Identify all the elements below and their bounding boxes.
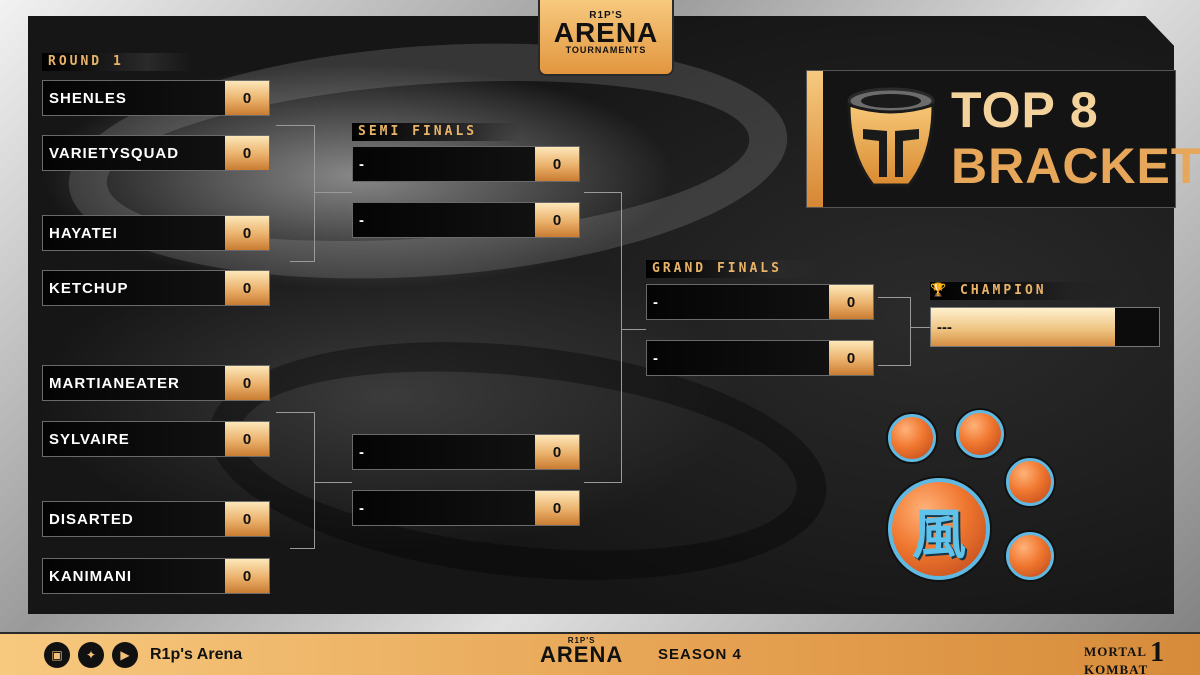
footer-logo-big: ARENA [540,642,624,667]
footer-arena-logo: R1P'S ARENA [540,636,624,667]
player-score: 0 [225,216,269,250]
round1-slot[interactable]: DISARTED 0 [42,501,270,537]
title-panel: TOP 8 BRACKET [806,70,1200,208]
game-logo-mid: 1 [1150,637,1166,669]
channel-handle[interactable]: R1p's Arena [150,645,243,663]
youtube-icon[interactable]: ▶ [112,641,138,668]
player-name: - [653,293,659,311]
bracket-line [290,548,315,549]
player-score: 0 [535,491,579,525]
bracket-line [314,125,315,261]
semi-slot[interactable]: - 0 [352,434,580,470]
player-score: 0 [829,285,873,319]
player-name: KANIMANI [49,567,132,585]
player-name: VARIETYSQUAD [49,144,180,162]
bracket-line [290,261,315,262]
champion-name: --- [931,308,1115,346]
player-score: 0 [225,271,269,305]
round1-slot[interactable]: VARIETYSQUAD 0 [42,135,270,171]
player-score: 0 [225,136,269,170]
bracket-line [314,482,352,483]
champion-slot[interactable]: --- [930,307,1160,347]
player-score: 0 [535,147,579,181]
player-name: - [359,443,365,461]
dragon-ball-orb [956,410,1004,458]
player-name: HAYATEI [49,224,118,242]
player-name: - [359,499,365,517]
semi-slot[interactable]: - 0 [352,490,580,526]
round1-slot[interactable]: HAYATEI 0 [42,215,270,251]
trophy-icon: 🏆 [930,283,950,298]
player-score: 0 [535,435,579,469]
player-score: 0 [225,422,269,456]
helmet-icon [847,87,935,187]
grand-final-slot[interactable]: - 0 [646,284,874,320]
player-score: 0 [535,203,579,237]
round1-slot[interactable]: SYLVAIRE 0 [42,421,270,457]
season-label: SEASON 4 [658,646,742,663]
bracket-line [276,412,314,413]
bracket-line [878,297,910,298]
dragon-ball-orb [888,414,936,462]
twitch-icon[interactable]: ▣ [44,641,70,668]
grand-final-slot[interactable]: - 0 [646,340,874,376]
game-logo-left: MORTAL [1084,644,1148,659]
player-name: SHENLES [49,89,127,107]
bracket-line [621,329,646,330]
round1-header: ROUND 1 [42,53,192,71]
logo-small-text: R1P'S [589,10,623,21]
logo-big-text: ARENA [553,17,659,48]
semi-slot[interactable]: - 0 [352,202,580,238]
player-name: - [653,349,659,367]
champion-header: 🏆 CHAMPION [930,282,1130,300]
player-score: 0 [225,502,269,536]
semi-finals-header: SEMI FINALS [352,123,522,141]
title-line2: BRACKET [951,138,1200,194]
game-logo-right: KOMBAT [1084,662,1149,675]
wind-kanji-emblem: 風 [888,478,990,580]
bracket-line [878,365,911,366]
footer-logo-small: R1P'S [567,636,596,645]
bracket-line [314,412,315,548]
dragon-ball-orb [1006,532,1054,580]
twitter-icon[interactable]: ✦ [78,641,104,668]
title-line1: TOP 8 [951,82,1099,138]
logo-sub-text: TOURNAMENTS [565,45,647,55]
round1-slot[interactable]: KANIMANI 0 [42,558,270,594]
semi-slot[interactable]: - 0 [352,146,580,182]
bracket-line [314,192,352,193]
arena-logo: R1P'S ARENA TOURNAMENTS [538,0,674,76]
player-name: DISARTED [49,510,134,528]
player-score: 0 [829,341,873,375]
round1-slot[interactable]: MARTIANEATER 0 [42,365,270,401]
champion-label: CHAMPION [960,283,1047,298]
title-accent-bar [807,71,823,207]
player-name: SYLVAIRE [49,430,130,448]
bracket-line [276,125,314,126]
player-name: MARTIANEATER [49,374,180,392]
bracket-line [910,297,911,365]
player-score: 0 [225,81,269,115]
player-score: 0 [225,559,269,593]
footer-bar: ▣ ✦ ▶ R1p's Arena R1P'S ARENA SEASON 4 M… [0,632,1200,675]
champion-score-box [1115,308,1159,346]
bracket-line [584,482,622,483]
player-name: KETCHUP [49,279,129,297]
player-name: - [359,155,365,173]
player-score: 0 [225,366,269,400]
grand-finals-header: GRAND FINALS [646,260,826,278]
round1-slot[interactable]: SHENLES 0 [42,80,270,116]
bracket-line [584,192,621,193]
player-name: - [359,211,365,229]
bracket-line [910,327,930,328]
dragon-ball-orb [1006,458,1054,506]
bracket-line [621,192,622,482]
round1-slot[interactable]: KETCHUP 0 [42,270,270,306]
